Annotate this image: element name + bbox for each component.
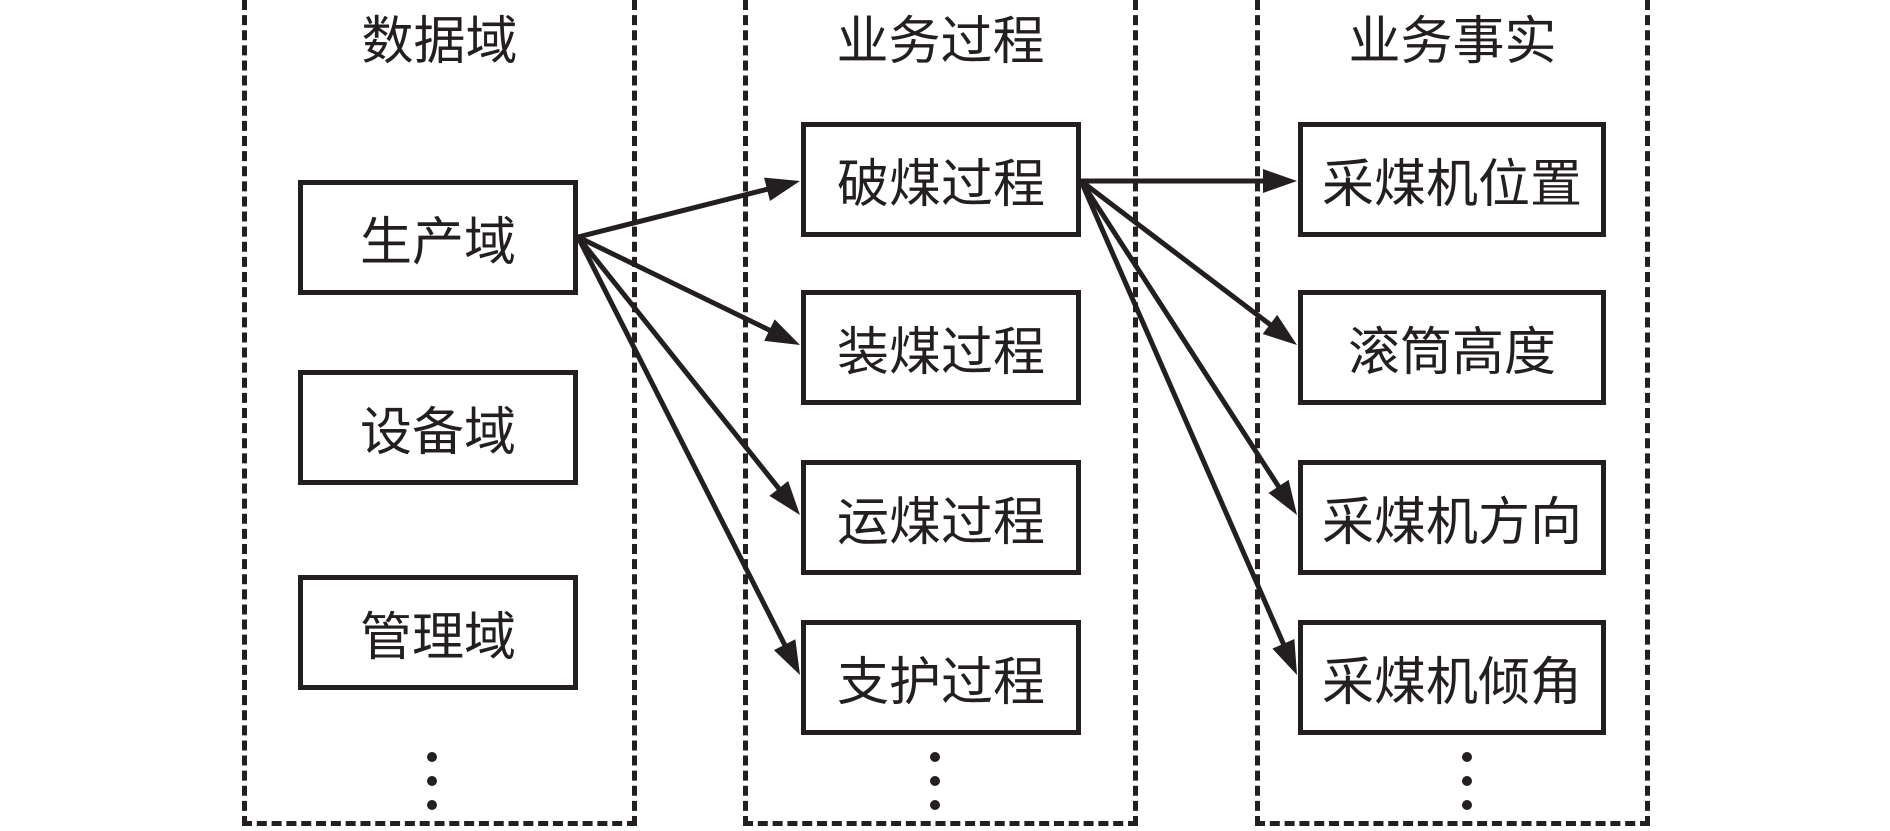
domain-node-production: 生产域 xyxy=(298,180,578,295)
domain-node-equipment: 设备域 xyxy=(298,370,578,485)
arrow-production-to-loading-head xyxy=(764,319,800,345)
fact-node-shearer-position: 采煤机位置 xyxy=(1298,122,1606,237)
arrow-breaking-to-tilt xyxy=(1078,179,1288,649)
arrow-breaking-to-position-head xyxy=(1263,169,1297,193)
process-node-loading: 装煤过程 xyxy=(801,290,1081,405)
domain-group-title: 数据域 xyxy=(361,12,518,72)
arrow-breaking-to-direction-head xyxy=(1268,479,1297,515)
arrow-production-to-support xyxy=(575,235,789,650)
process-ellipsis xyxy=(930,752,940,812)
process-node-breaking: 破煤过程 xyxy=(801,122,1081,237)
domain-node-management: 管理域 xyxy=(298,575,578,690)
domain-group: 数据域 xyxy=(242,0,637,826)
arrow-production-to-transport xyxy=(576,235,784,494)
process-node-support: 支护过程 xyxy=(801,620,1081,735)
arrow-breaking-to-drum-height xyxy=(1079,179,1275,329)
arrow-production-to-transport-head xyxy=(769,480,800,515)
fact-node-drum-height: 滚筒高度 xyxy=(1298,290,1606,405)
arrow-production-to-loading xyxy=(576,234,775,335)
arrow-breaking-to-drum-height-head xyxy=(1262,314,1297,345)
fact-ellipsis xyxy=(1462,752,1472,812)
arrow-production-to-breaking-head xyxy=(764,177,800,201)
domain-ellipsis xyxy=(427,752,437,812)
arrow-production-to-support-head xyxy=(773,639,800,675)
fact-node-shearer-tilt: 采煤机倾角 xyxy=(1298,620,1606,735)
arrow-production-to-breaking xyxy=(577,185,772,240)
arrow-breaking-to-direction xyxy=(1078,179,1283,492)
process-group: 业务过程 xyxy=(743,0,1138,826)
fact-node-shearer-direction: 采煤机方向 xyxy=(1298,460,1606,575)
arrow-breaking-to-tilt-head xyxy=(1272,639,1297,675)
fact-group: 业务事实 xyxy=(1255,0,1650,826)
fact-group-title: 业务事实 xyxy=(1348,12,1557,72)
process-group-title: 业务过程 xyxy=(836,12,1045,72)
process-node-transport: 运煤过程 xyxy=(801,460,1081,575)
